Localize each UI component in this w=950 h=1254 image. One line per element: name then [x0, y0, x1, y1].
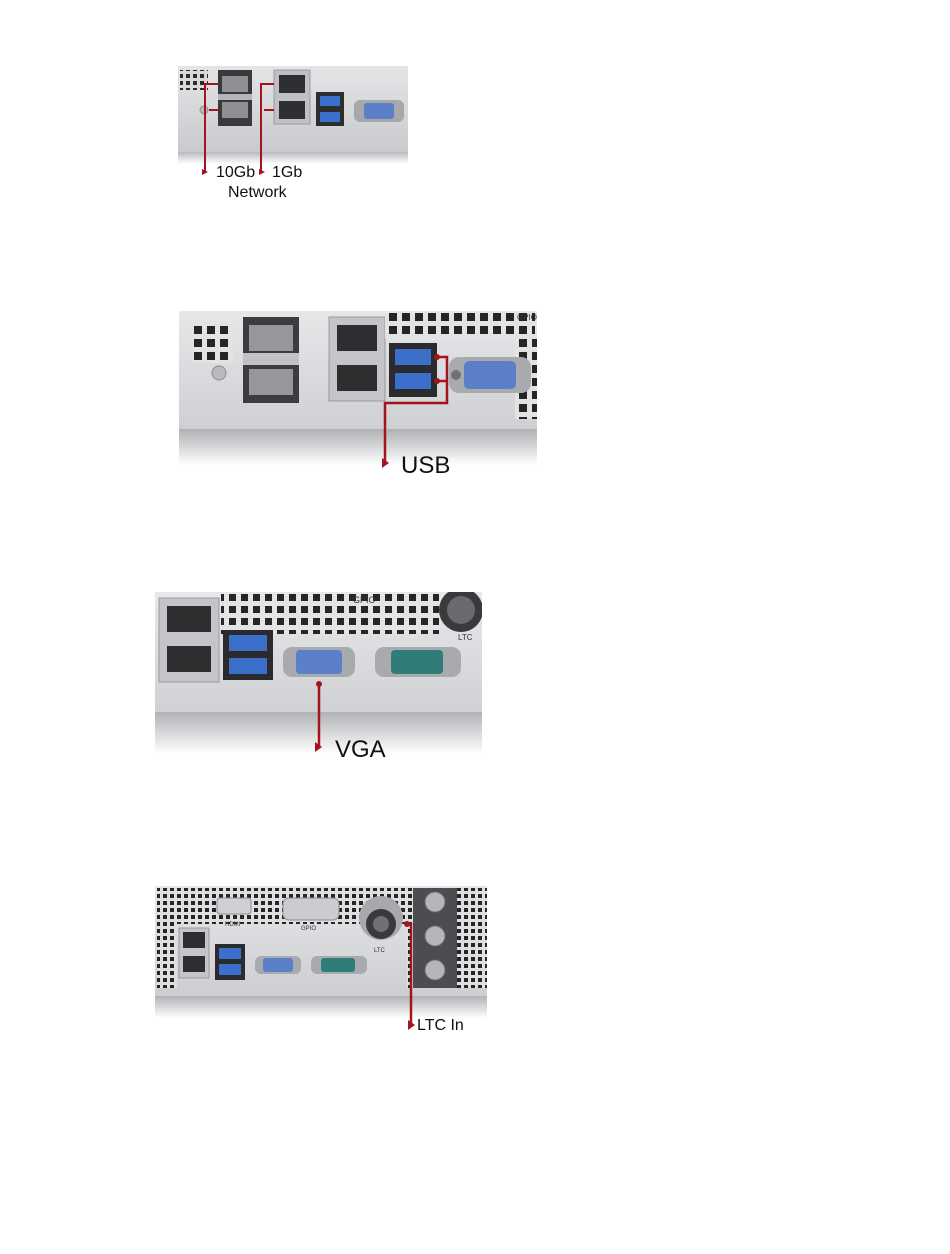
callout-vga: VGA — [335, 738, 386, 762]
figure-network-ports: 10Gb 1Gb Network — [178, 66, 408, 216]
callout-ltc-in: LTC In — [417, 1018, 464, 1034]
network-panel-photo — [178, 66, 408, 216]
usb-panel-photo: GPIO — [179, 311, 537, 483]
figure-ltc-input: HDMI GPIO LTC LTC In — [155, 886, 487, 1038]
panel-label-gpio: GPIO — [353, 595, 376, 605]
ltc-panel-photo: HDMI GPIO LTC — [155, 886, 487, 1038]
callout-1gb: 1Gb — [272, 165, 302, 181]
callout-10gb: 10Gb — [216, 165, 255, 181]
panel-label-gpio: GPIO — [517, 313, 537, 322]
vga-panel-photo: GPIO LTC — [155, 592, 482, 767]
panel-label-hdmi: HDMI — [225, 922, 241, 928]
screw-icon — [212, 366, 226, 380]
panel-label-ltc: LTC — [374, 948, 386, 954]
callout-usb: USB — [401, 454, 450, 478]
callout-network: Network — [228, 185, 287, 201]
figure-vga-port: GPIO LTC VGA — [155, 592, 482, 767]
panel-label-gpio: GPIO — [301, 926, 316, 932]
figure-usb-ports: GPIO USB — [179, 311, 537, 483]
panel-label-ltc: LTC — [458, 633, 473, 642]
